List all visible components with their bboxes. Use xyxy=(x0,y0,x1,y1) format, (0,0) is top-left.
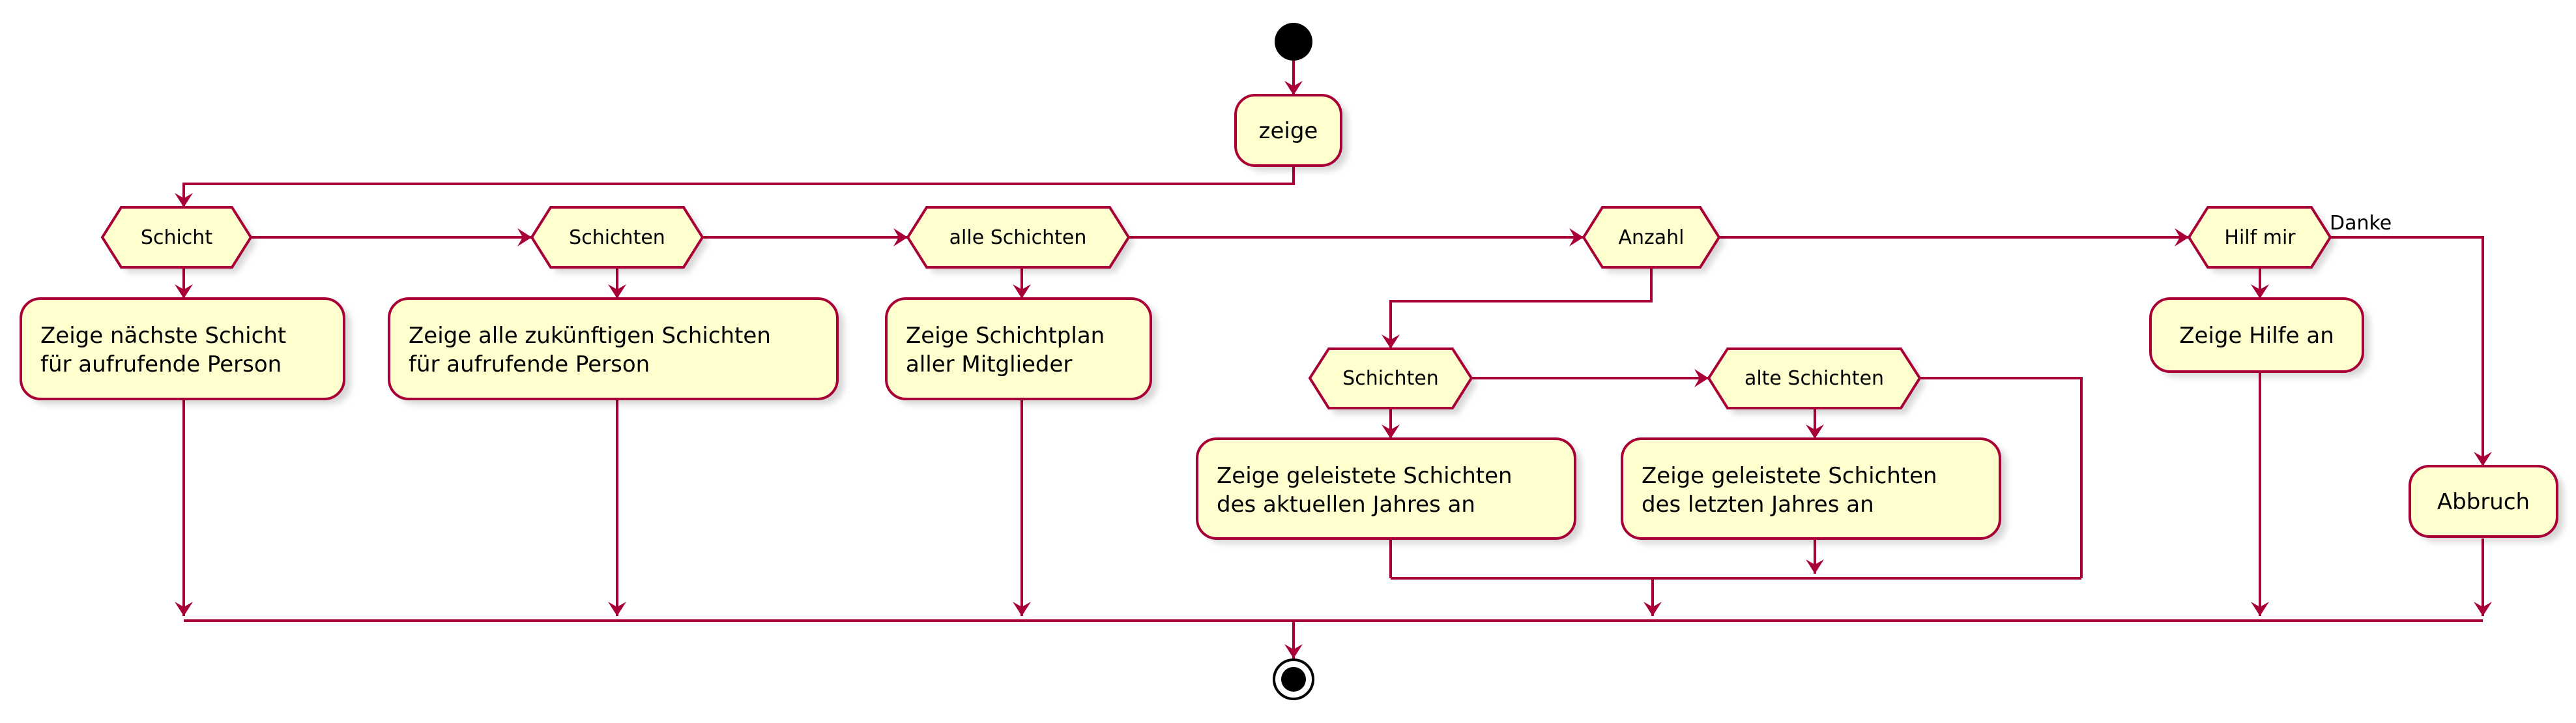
edge-label-danke: Danke xyxy=(2330,212,2392,235)
svg-text:Schichten: Schichten xyxy=(569,226,665,249)
condition-sub-schichten: Schichten xyxy=(1308,347,1477,414)
svg-text:aller Mitglieder: aller Mitglieder xyxy=(906,351,1072,377)
condition-hilf-mir: Hilf mir xyxy=(2187,206,2336,273)
action-future-shifts: Zeige alle zukünftigen Schichten für auf… xyxy=(388,297,844,404)
svg-text:alle Schichten: alle Schichten xyxy=(949,226,1087,249)
svg-text:Zeige Hilfe an: Zeige Hilfe an xyxy=(2179,323,2334,349)
condition-schichten: Schichten xyxy=(530,206,708,273)
svg-text:Anzahl: Anzahl xyxy=(1618,226,1684,249)
svg-text:des aktuellen Jahres an: des aktuellen Jahres an xyxy=(1217,492,1475,518)
svg-text:Abbruch: Abbruch xyxy=(2437,489,2530,515)
condition-schicht: Schicht xyxy=(100,206,256,273)
svg-text:Schicht: Schicht xyxy=(141,226,212,249)
arrowheads xyxy=(175,81,2492,658)
svg-text:zeige: zeige xyxy=(1259,118,1318,144)
condition-anzahl: Anzahl xyxy=(1582,206,1724,273)
condition-alle-schichten: alle Schichten xyxy=(906,206,1134,273)
action-help: Zeige Hilfe an xyxy=(2149,297,2369,377)
svg-text:Zeige geleistete Schichten: Zeige geleistete Schichten xyxy=(1217,463,1512,489)
svg-text:Schichten: Schichten xyxy=(1342,367,1439,390)
svg-text:Zeige Schichtplan: Zeige Schichtplan xyxy=(906,323,1105,349)
svg-text:alte Schichten: alte Schichten xyxy=(1744,367,1884,390)
action-abort: Abbruch xyxy=(2409,465,2564,542)
svg-text:Hilf mir: Hilf mir xyxy=(2224,226,2296,249)
svg-text:Zeige nächste Schicht: Zeige nächste Schicht xyxy=(40,323,286,349)
svg-text:Zeige alle zukünftigen Schicht: Zeige alle zukünftigen Schichten xyxy=(409,323,771,349)
action-zeige: zeige xyxy=(1234,94,1348,171)
action-done-last-year: Zeige geleistete Schichten des letzten J… xyxy=(1621,437,2006,544)
end-node xyxy=(1273,658,1314,700)
svg-text:für aufrufende Person: für aufrufende Person xyxy=(409,351,650,377)
start-node xyxy=(1275,23,1312,61)
action-shift-plan: Zeige Schichtplan aller Mitglieder xyxy=(885,297,1157,404)
svg-text:für aufrufende Person: für aufrufende Person xyxy=(40,351,282,377)
action-done-current-year: Zeige geleistete Schichten des aktuellen… xyxy=(1196,437,1582,544)
svg-text:Zeige geleistete Schichten: Zeige geleistete Schichten xyxy=(1642,463,1937,489)
condition-alte-schichten: alte Schichten xyxy=(1707,347,1925,414)
flow-edges xyxy=(182,61,2484,658)
svg-text:des letzten Jahres an: des letzten Jahres an xyxy=(1642,492,1874,518)
action-next-shift: Zeige nächste Schicht für aufrufende Per… xyxy=(20,297,351,404)
